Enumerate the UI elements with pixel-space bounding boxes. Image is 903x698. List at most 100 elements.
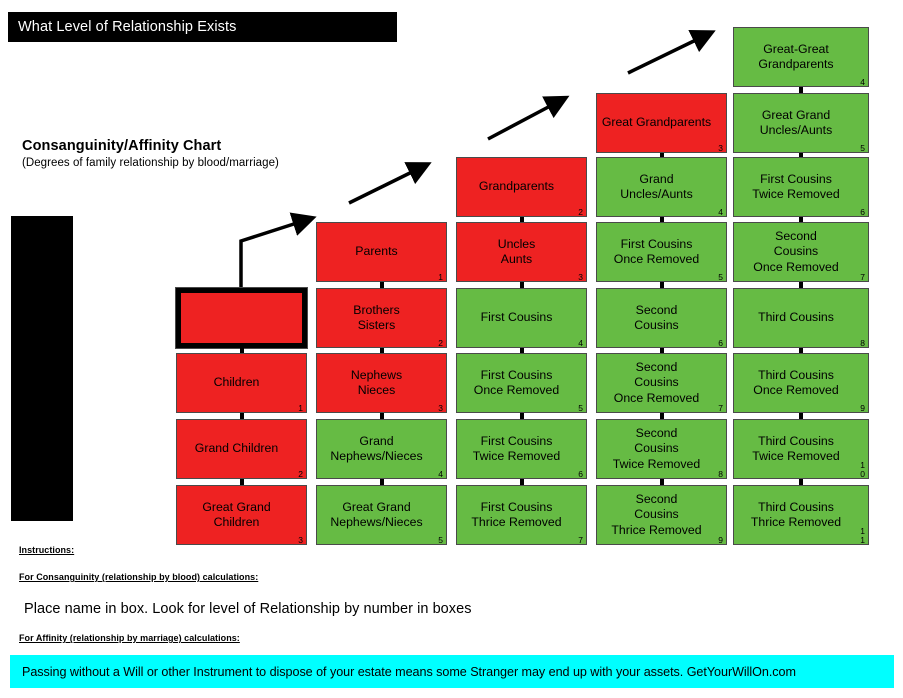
relationship-label: Grand Uncles/Aunts bbox=[620, 171, 693, 202]
degree-number: 7 bbox=[578, 534, 583, 545]
degree-number: 5 bbox=[718, 271, 723, 282]
relationship-label: Uncles Aunts bbox=[497, 236, 536, 267]
degree-number: 7 bbox=[718, 402, 723, 413]
relationship-cell[interactable]: Uncles Aunts 3 bbox=[456, 222, 587, 282]
relationship-cell[interactable]: First Cousins 4 bbox=[456, 288, 587, 348]
relationship-cell[interactable]: Second Cousins Once Removed 7 bbox=[733, 222, 869, 282]
self-box[interactable] bbox=[175, 287, 308, 349]
relationship-label: Second Cousins Thrice Removed bbox=[611, 491, 702, 537]
degree-number: 2 bbox=[438, 337, 443, 348]
relationship-label: Second Cousins Once Removed bbox=[753, 228, 839, 274]
relationship-cell[interactable]: First Cousins Thrice Removed 7 bbox=[456, 485, 587, 545]
relationship-label: Third Cousins bbox=[758, 310, 834, 325]
relationship-label: Great-Great Grandparents bbox=[758, 41, 834, 72]
degree-number: 8 bbox=[718, 468, 723, 479]
degree-number: 5 bbox=[860, 142, 865, 153]
relationship-label: First Cousins Once Removed bbox=[613, 236, 700, 267]
instructions-place-name: Place name in box. Look for level of Rel… bbox=[24, 601, 472, 617]
relationship-label: Second Cousins Once Removed bbox=[613, 359, 700, 405]
relationship-label: Third Cousins Twice Removed bbox=[752, 433, 840, 464]
left-black-bar bbox=[11, 216, 73, 521]
relationship-cell[interactable]: Grand Nephews/Nieces 4 bbox=[316, 419, 447, 479]
relationship-label: Great Grand Uncles/Aunts bbox=[759, 107, 833, 138]
relationship-label: Grandparents bbox=[478, 179, 555, 194]
degree-number: 7 bbox=[860, 271, 865, 282]
arrow-great-to-greatgreat bbox=[627, 30, 716, 75]
relationship-label: Brothers Sisters bbox=[353, 302, 400, 333]
relationship-label: First Cousins Twice Removed bbox=[752, 171, 840, 202]
relationship-cell[interactable]: First Cousins Twice Removed 6 bbox=[456, 419, 587, 479]
degree-number: 4 bbox=[438, 468, 443, 479]
relationship-cell[interactable]: Great Grand Children 3 bbox=[176, 485, 307, 545]
instructions-consanguinity-label: For Consanguinity (relationship by blood… bbox=[19, 572, 259, 582]
degree-number: 10 bbox=[860, 460, 865, 479]
relationship-cell[interactable]: Third Cousins 8 bbox=[733, 288, 869, 348]
degree-number: 4 bbox=[718, 206, 723, 217]
relationship-cell[interactable]: First Cousins Once Removed 5 bbox=[596, 222, 727, 282]
degree-number: 4 bbox=[860, 76, 865, 87]
relationship-label: Children bbox=[213, 375, 260, 390]
relationship-cell[interactable]: Third Cousins Thrice Removed 11 bbox=[733, 485, 869, 545]
relationship-label: Third Cousins Thrice Removed bbox=[750, 499, 842, 530]
relationship-cell[interactable]: Second Cousins Twice Removed 8 bbox=[596, 419, 727, 479]
degree-number: 4 bbox=[578, 337, 583, 348]
degree-number: 5 bbox=[438, 534, 443, 545]
relationship-cell[interactable]: Brothers Sisters 2 bbox=[316, 288, 447, 348]
degree-number: 6 bbox=[578, 468, 583, 479]
relationship-label: Third Cousins Once Removed bbox=[753, 367, 839, 398]
degree-number: 8 bbox=[860, 337, 865, 348]
degree-number: 3 bbox=[298, 534, 303, 545]
degree-number: 3 bbox=[438, 402, 443, 413]
relationship-cell[interactable]: Great Grandparents 3 bbox=[596, 93, 727, 153]
instructions-affinity-label: For Affinity (relationship by marriage) … bbox=[19, 633, 240, 643]
relationship-label: Great Grand Children bbox=[202, 499, 271, 530]
degree-number: 5 bbox=[578, 402, 583, 413]
chart-title: Consanguinity/Affinity Chart bbox=[22, 138, 222, 154]
relationship-cell[interactable]: Nephews Nieces 3 bbox=[316, 353, 447, 413]
relationship-label: First Cousins bbox=[480, 310, 553, 325]
relationship-cell[interactable]: Third Cousins Once Removed 9 bbox=[733, 353, 869, 413]
relationship-label: First Cousins Once Removed bbox=[473, 367, 560, 398]
degree-number: 9 bbox=[860, 402, 865, 413]
relationship-label: Second Cousins Twice Removed bbox=[612, 425, 701, 471]
relationship-cell[interactable]: Grand Uncles/Aunts 4 bbox=[596, 157, 727, 217]
arrow-parents-to-grandparents bbox=[348, 162, 432, 205]
relationship-cell[interactable]: Second Cousins Once Removed 7 bbox=[596, 353, 727, 413]
relationship-label: Second Cousins bbox=[634, 302, 679, 333]
page-title-banner: What Level of Relationship Exists bbox=[8, 12, 397, 42]
relationship-label: First Cousins Twice Removed bbox=[472, 433, 561, 464]
relationship-label: Grand Nephews/Nieces bbox=[330, 433, 423, 464]
relationship-cell[interactable]: Great Grand Nephews/Nieces 5 bbox=[316, 485, 447, 545]
relationship-label: Parents bbox=[355, 244, 398, 259]
instructions-heading: Instructions: bbox=[19, 545, 75, 555]
relationship-label: Great Grand Nephews/Nieces bbox=[330, 499, 423, 530]
relationship-cell[interactable]: First Cousins Once Removed 5 bbox=[456, 353, 587, 413]
chart-subtitle: (Degrees of family relationship by blood… bbox=[22, 157, 279, 169]
relationship-label: Grand Children bbox=[194, 441, 279, 456]
relationship-label: First Cousins Thrice Removed bbox=[471, 499, 562, 530]
relationship-cell[interactable]: Parents 1 bbox=[316, 222, 447, 282]
degree-number: 3 bbox=[718, 142, 723, 153]
relationship-label: Nephews Nieces bbox=[350, 367, 403, 398]
degree-number: 1 bbox=[438, 271, 443, 282]
degree-number: 3 bbox=[578, 271, 583, 282]
relationship-cell[interactable]: Third Cousins Twice Removed 10 bbox=[733, 419, 869, 479]
arrow-grandparents-to-great bbox=[487, 95, 570, 141]
relationship-cell[interactable]: Second Cousins Thrice Removed 9 bbox=[596, 485, 727, 545]
degree-number: 2 bbox=[298, 468, 303, 479]
relationship-label: Great Grandparents bbox=[601, 115, 712, 130]
relationship-cell[interactable]: Grand Children 2 bbox=[176, 419, 307, 479]
degree-number: 11 bbox=[860, 526, 865, 545]
degree-number: 9 bbox=[718, 534, 723, 545]
relationship-cell[interactable]: Great-Great Grandparents 4 bbox=[733, 27, 869, 87]
footer-banner: Passing without a Will or other Instrume… bbox=[10, 655, 894, 688]
relationship-cell[interactable]: Children 1 bbox=[176, 353, 307, 413]
relationship-cell[interactable]: First Cousins Twice Removed 6 bbox=[733, 157, 869, 217]
degree-number: 1 bbox=[298, 402, 303, 413]
degree-number: 6 bbox=[860, 206, 865, 217]
chart-heading: Consanguinity/Affinity Chart (Degrees of… bbox=[22, 138, 402, 169]
relationship-cell[interactable]: Great Grand Uncles/Aunts 5 bbox=[733, 93, 869, 153]
